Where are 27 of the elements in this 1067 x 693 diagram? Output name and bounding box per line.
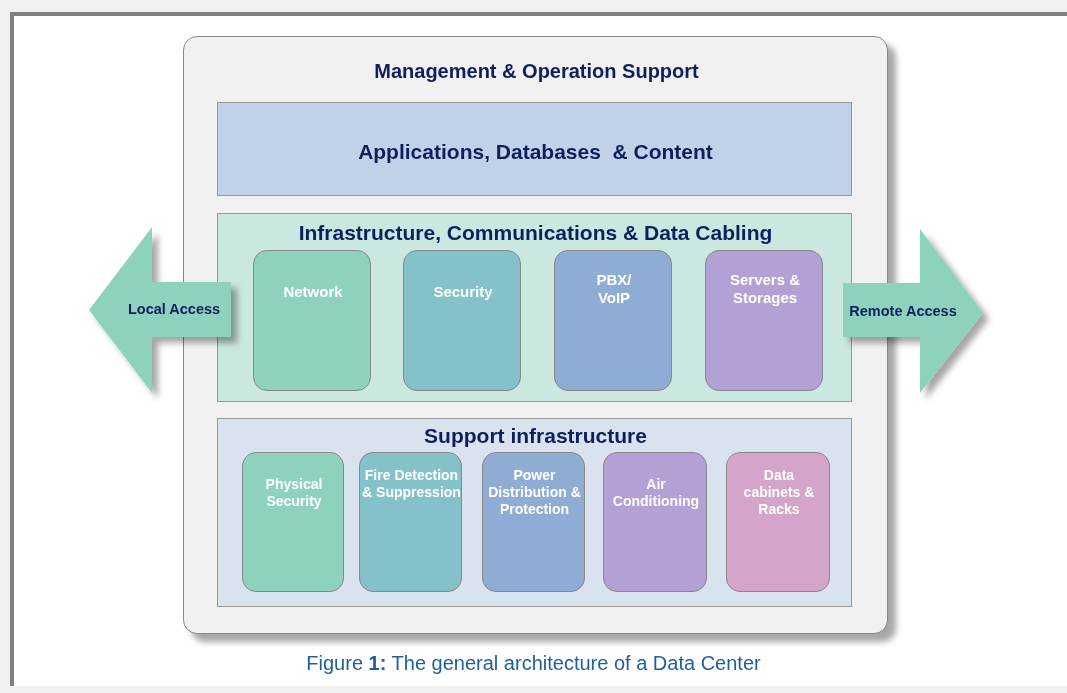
band-title: Support infrastructure — [423, 423, 648, 449]
band-title: Infrastructure, Communications & Data Cabling — [297, 220, 774, 246]
component-card — [253, 250, 371, 391]
component-card — [403, 250, 521, 391]
component-card — [726, 452, 830, 592]
layer-band — [217, 102, 852, 196]
card-label: Fire Detection & Suppression — [361, 467, 462, 501]
card-label: Network — [282, 283, 344, 301]
layer-band — [217, 418, 852, 607]
component-card — [482, 452, 585, 592]
arrow-label: Local Access — [126, 301, 222, 319]
component-card — [359, 452, 462, 592]
band-title: Applications, Databases & Content — [357, 139, 714, 165]
component-card — [554, 250, 672, 391]
component-card — [705, 250, 823, 391]
component-card — [242, 452, 344, 592]
card-label: Power Distribution & Protection — [487, 467, 582, 518]
card-label: Servers & Storages — [728, 271, 802, 307]
card-label: Data cabinets & Racks — [742, 467, 816, 518]
card-label: PBX/ VoIP — [595, 271, 633, 307]
arrow-label: Remote Access — [848, 303, 958, 321]
card-label: Air Conditioning — [611, 476, 701, 510]
figure-caption: Figure 1: The general architecture of a Data Center — [305, 652, 762, 675]
card-label: Security — [432, 283, 494, 301]
component-card — [603, 452, 707, 592]
card-label: Physical Security — [264, 476, 324, 510]
panel-title: Management & Operation Support — [373, 59, 700, 83]
